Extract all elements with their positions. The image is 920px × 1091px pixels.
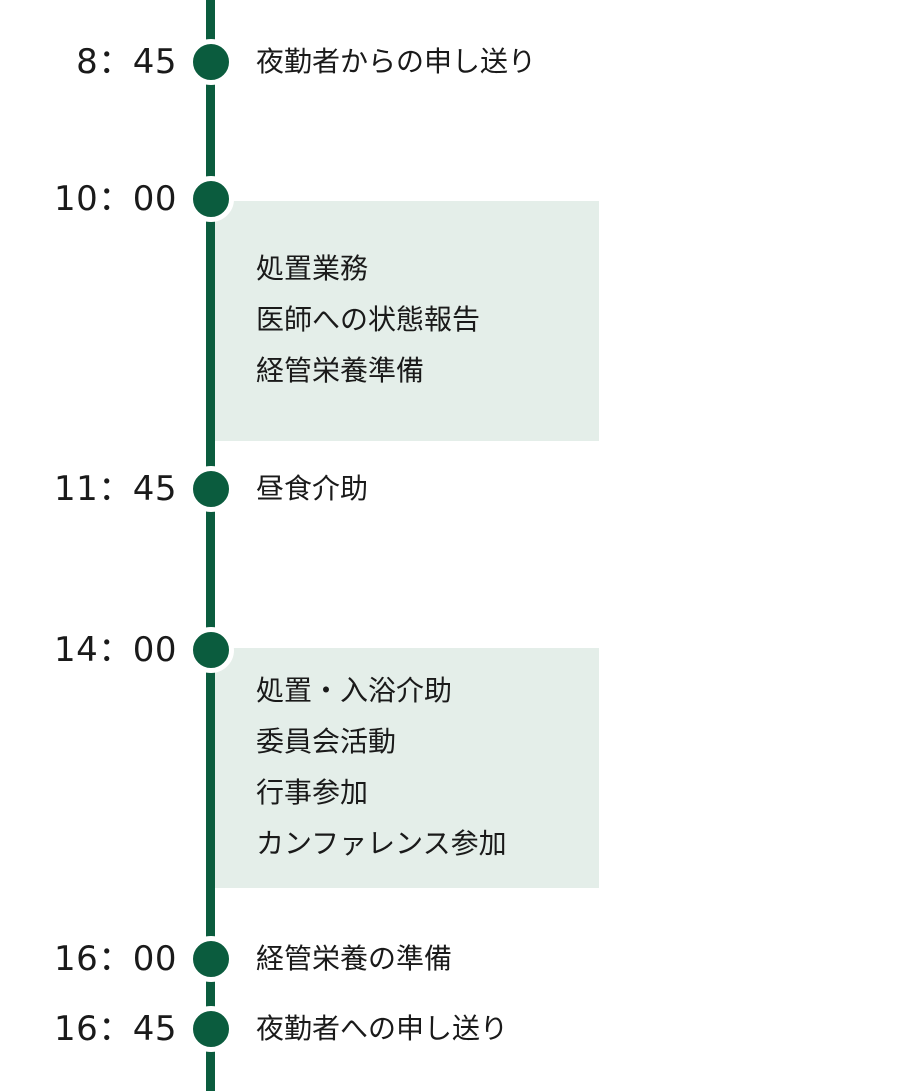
timeline-dot-icon [188, 466, 234, 512]
event-time: 14：00 [53, 630, 177, 670]
timeline-line [206, 0, 215, 1091]
event-time: 8：45 [76, 42, 177, 82]
task-item: 処置・入浴介助 [256, 674, 453, 707]
task-list-1400: 処置・入浴介助 委員会活動 行事参加 カンファレンス参加 [256, 665, 507, 869]
timeline-dot-icon [188, 627, 234, 673]
event-time: 16：45 [53, 1009, 177, 1049]
timeline-dot-icon [188, 936, 234, 982]
event-task: 経管栄養の準備 [256, 942, 453, 975]
timeline-dot-icon [188, 176, 234, 222]
task-item: カンファレンス参加 [256, 827, 507, 860]
task-box-1000 [215, 201, 599, 441]
event-task: 夜勤者からの申し送り [256, 45, 537, 78]
event-task: 昼食介助 [256, 472, 369, 505]
task-item: 委員会活動 [256, 725, 397, 758]
task-box-1400 [215, 648, 599, 888]
event-time: 11：45 [53, 469, 177, 509]
task-item: 医師への状態報告 [256, 303, 481, 336]
timeline-dot-icon [188, 1006, 234, 1052]
event-time: 10：00 [53, 179, 177, 219]
task-item: 経管栄養準備 [256, 354, 425, 387]
task-list-1000: 処置業務 医師への状態報告 経管栄養準備 [256, 243, 480, 396]
task-item: 行事参加 [256, 776, 369, 809]
task-item: 処置業務 [256, 252, 369, 285]
event-task: 夜勤者への申し送り [256, 1012, 509, 1045]
timeline-dot-icon [188, 39, 234, 85]
event-time: 16：00 [53, 939, 177, 979]
